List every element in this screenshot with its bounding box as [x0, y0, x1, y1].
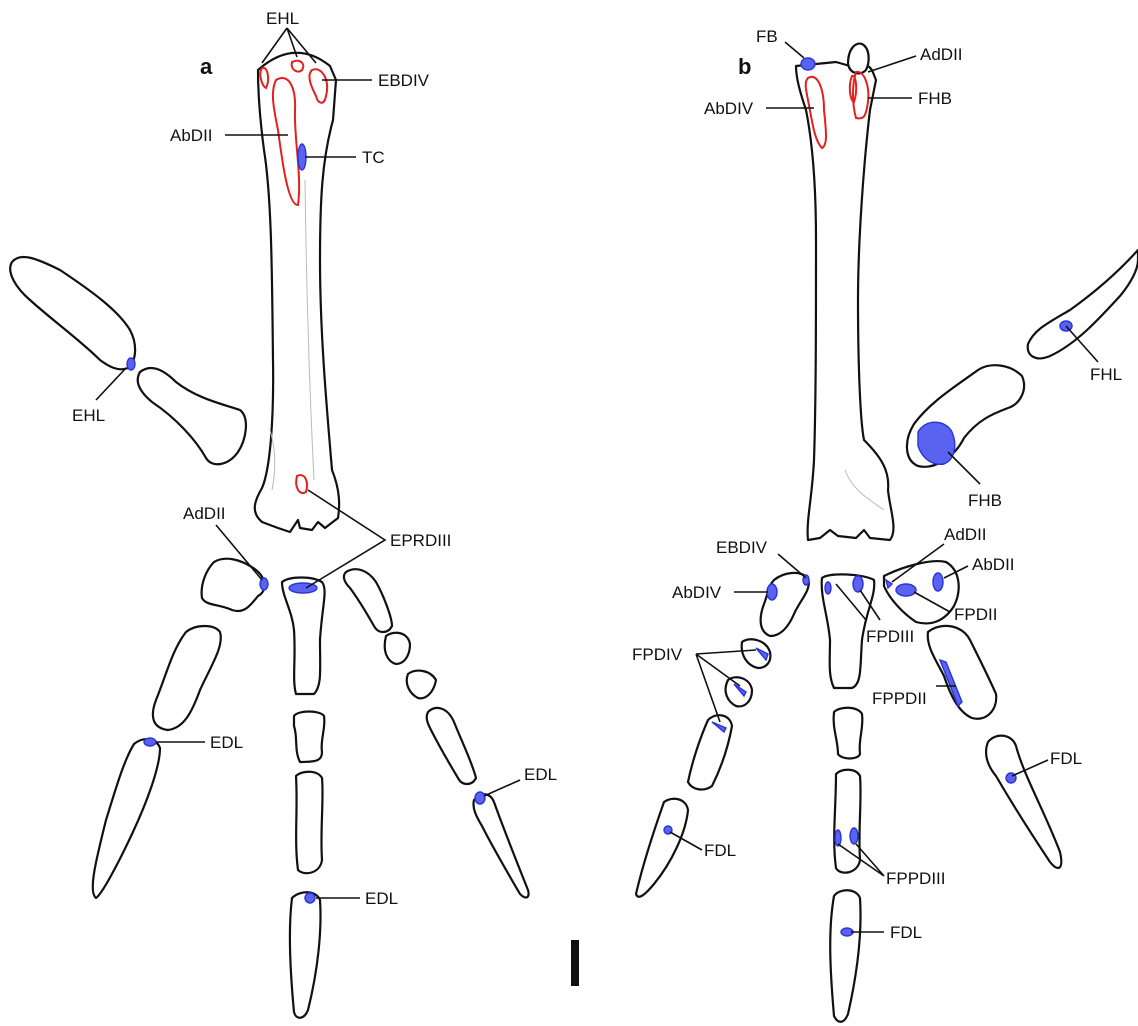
- digit-iii-ungual-a: [290, 892, 321, 1018]
- digit-ii-ungual-a: [93, 739, 160, 898]
- label-ehl-hallux: EHL: [72, 406, 105, 425]
- digit-iv-phalanx-2-a: [385, 633, 410, 664]
- tarsometatarsus-b: [796, 62, 893, 540]
- ehl-hallux-insertion: [127, 358, 135, 370]
- tc-insertion: [298, 144, 306, 170]
- digit-iii-phalanx-3-a: [296, 772, 323, 873]
- label-fb: FB: [756, 27, 778, 46]
- label-tc: TC: [362, 148, 385, 167]
- label-edl-iv: EDL: [524, 765, 557, 784]
- scale-bar: [571, 940, 579, 986]
- panel-b: b: [632, 27, 1138, 1022]
- digit-iv-phalanx-4-a: [427, 708, 476, 784]
- label-ebdiv: EBDIV: [378, 71, 430, 90]
- label-ehl-top: EHL: [266, 9, 299, 28]
- digit-iii-phalanx-2-a: [294, 712, 324, 763]
- digit-ii-phalanx-2-a: [153, 626, 221, 730]
- label-ebdiv-b: EBDIV: [716, 538, 768, 557]
- panel-b-letter: b: [738, 54, 751, 79]
- digit-iv-ungual-b: [636, 799, 688, 897]
- label-fdl-ii: FDL: [1050, 749, 1082, 768]
- label-fdl-iii: FDL: [890, 923, 922, 942]
- label-fppdii: FPPDII: [872, 689, 927, 708]
- edl-iii-insertion: [305, 893, 315, 903]
- digit-iii-ungual-b: [830, 890, 860, 1022]
- label-fhl: FHL: [1090, 365, 1122, 384]
- label-addii-top: AdDII: [920, 45, 963, 64]
- hallux-metatarsal-a: [10, 257, 135, 369]
- label-abdiv-low: AbDIV: [672, 583, 722, 602]
- digit-ii-phalanx-1-b: [884, 561, 959, 623]
- tarsometatarsus-a: [255, 53, 339, 532]
- panel-a-letter: a: [200, 54, 213, 79]
- label-edl-ii: EDL: [210, 733, 243, 752]
- digit-iii-phalanx-2-b: [834, 708, 863, 759]
- label-addii-a: AdDII: [183, 504, 226, 523]
- hypotarsus-b: [848, 44, 869, 74]
- digit-iv-phalanx-4-b: [688, 715, 732, 789]
- digit-iii-phalanx-1-a: [282, 578, 325, 695]
- digit-ii-phalanx-1-a: [202, 559, 265, 611]
- fpdii-insertion: [896, 584, 916, 596]
- edl-iv-insertion: [475, 792, 485, 804]
- label-abdii-b: AbDII: [972, 555, 1015, 574]
- label-edl-iii: EDL: [365, 889, 398, 908]
- fppdiii-insertion-1: [835, 830, 841, 846]
- label-fppdiii: FPPDIII: [886, 869, 946, 888]
- label-fhb-top: FHB: [918, 89, 952, 108]
- fppdiii-insertion-2: [850, 828, 858, 844]
- label-fdl-iv: FDL: [704, 841, 736, 860]
- hallux-ungual-b: [1028, 250, 1138, 358]
- digit-iv-phalanx-3-a: [407, 671, 436, 699]
- digit-iv-phalanx-3-b: [726, 677, 752, 706]
- label-fpdiv: FPDIV: [632, 645, 683, 664]
- edl-ii-insertion: [144, 738, 156, 746]
- label-fpdii: FPDII: [954, 605, 997, 624]
- label-abdii: AbDII: [170, 126, 213, 145]
- hallux-phalanx-a: [138, 368, 246, 464]
- digit-iv-phalanx-1-a: [344, 569, 392, 632]
- panel-a: a: [10, 9, 557, 1018]
- digit-iv-ungual-a: [473, 794, 528, 897]
- abdii-insertion: [933, 573, 943, 591]
- abdiv-insertion: [767, 584, 777, 600]
- fpdiii-insertion-2: [825, 582, 831, 594]
- digit-ii-phalanx-2-b: [928, 626, 996, 719]
- fb-insertion: [801, 58, 815, 70]
- label-addii-low: AdDII: [944, 525, 987, 544]
- digit-iv-phalanx-1-b: [761, 573, 809, 636]
- label-abdiv-top: AbDIV: [704, 99, 754, 118]
- fpdiii-insertion-1: [853, 576, 863, 592]
- label-eprdiii: EPRDIII: [390, 531, 451, 550]
- label-fpdiii: FPDIII: [866, 627, 914, 646]
- label-fhb-hallux: FHB: [968, 491, 1002, 510]
